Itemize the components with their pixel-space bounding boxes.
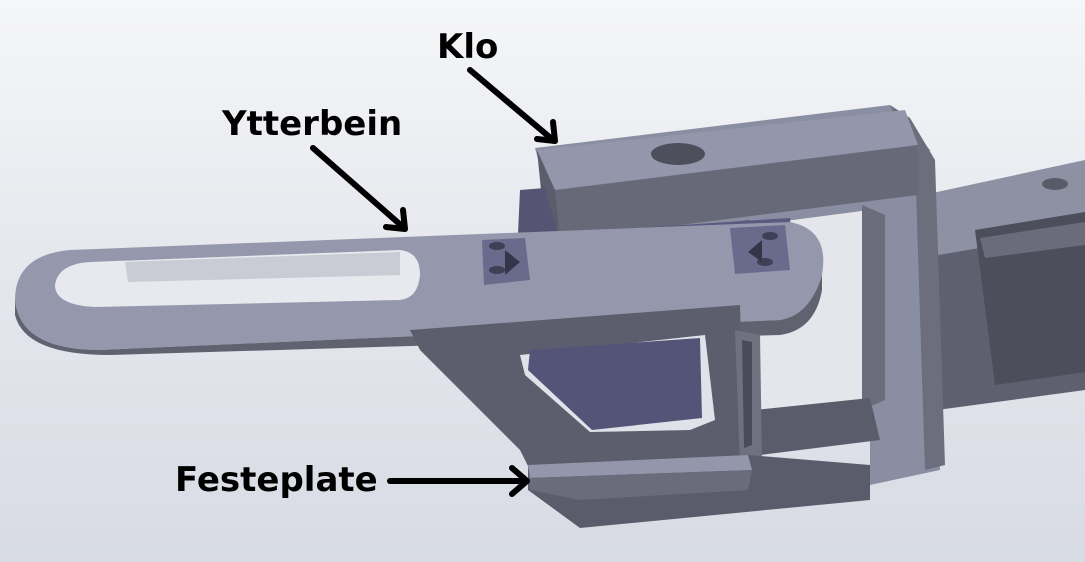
- label-ytterbein: Ytterbein: [222, 104, 403, 144]
- bolt-hole: [651, 143, 705, 165]
- arrow-festeplate: [387, 465, 530, 497]
- arrow-ytterbein: [310, 145, 408, 232]
- festeplate-plate: [528, 455, 870, 528]
- lower-body: [410, 305, 762, 470]
- label-klo: Klo: [437, 27, 499, 67]
- klo-block: [537, 110, 918, 240]
- arrow-klo: [467, 67, 558, 144]
- label-festeplate: Festeplate: [175, 460, 378, 500]
